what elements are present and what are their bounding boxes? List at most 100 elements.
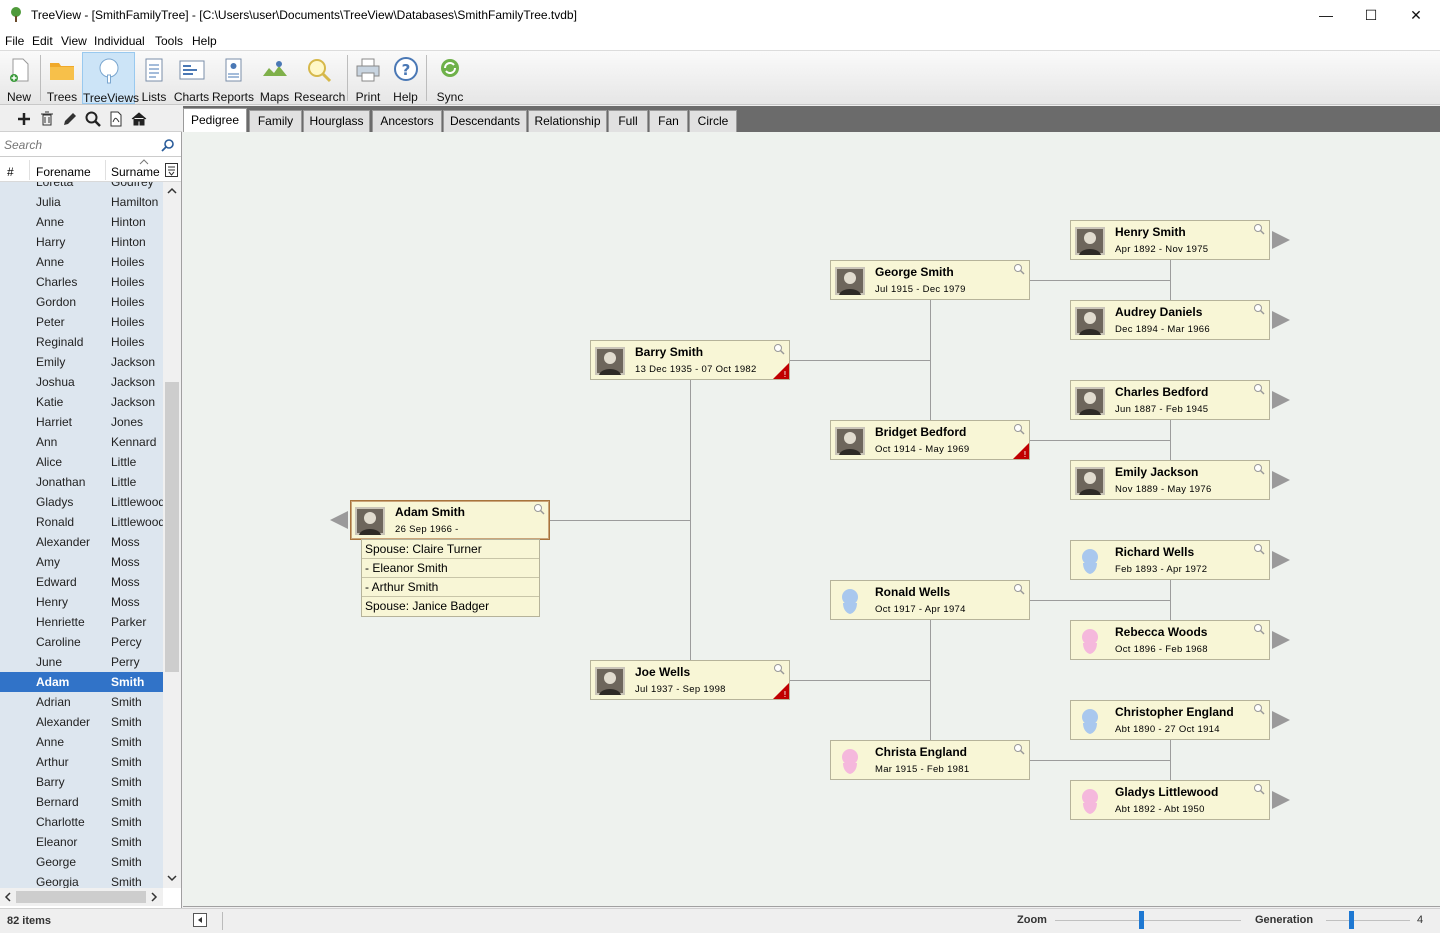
- scrollbar-thumb[interactable]: [165, 382, 179, 672]
- navigate-ancestors-arrow[interactable]: [1272, 231, 1290, 249]
- maximize-button[interactable]: ☐: [1364, 7, 1378, 23]
- minimize-button[interactable]: —: [1319, 7, 1333, 23]
- search-icon[interactable]: [1253, 623, 1265, 635]
- search-icon[interactable]: [1253, 783, 1265, 795]
- horizontal-scrollbar[interactable]: [0, 888, 163, 906]
- trees-button[interactable]: Trees: [44, 52, 80, 104]
- tab-hourglass[interactable]: Hourglass: [303, 110, 370, 132]
- search-icon[interactable]: [1253, 303, 1265, 315]
- warning-flag-icon[interactable]: !: [773, 683, 789, 699]
- search-input[interactable]: [2, 136, 158, 154]
- child-item[interactable]: - Arthur Smith: [362, 578, 539, 597]
- add-icon[interactable]: [15, 110, 33, 128]
- print-button[interactable]: Print: [351, 52, 385, 104]
- scroll-right-icon[interactable]: [150, 892, 158, 902]
- tab-circle[interactable]: Circle: [689, 110, 737, 132]
- search-icon[interactable]: [161, 138, 175, 152]
- tab-full[interactable]: Full: [608, 110, 648, 132]
- menu-file[interactable]: File: [5, 34, 25, 48]
- help-button[interactable]: ? Help: [389, 52, 422, 104]
- menu-view[interactable]: View: [61, 34, 87, 48]
- search-icon[interactable]: [1253, 223, 1265, 235]
- search-icon[interactable]: [773, 663, 785, 675]
- tab-pedigree[interactable]: Pedigree: [183, 108, 247, 132]
- home-icon[interactable]: [130, 110, 148, 128]
- search-icon[interactable]: [1013, 263, 1025, 275]
- search-icon[interactable]: [1253, 703, 1265, 715]
- close-button[interactable]: ✕: [1410, 7, 1422, 23]
- column-chooser-icon[interactable]: [165, 163, 178, 177]
- tab-relationship[interactable]: Relationship: [528, 110, 607, 132]
- search-icon[interactable]: [1253, 383, 1265, 395]
- tab-descendants[interactable]: Descendants: [443, 110, 527, 132]
- search-icon[interactable]: [1013, 423, 1025, 435]
- pdf-icon[interactable]: [107, 110, 125, 128]
- menu-tools[interactable]: Tools: [155, 34, 184, 48]
- new-button[interactable]: New: [2, 52, 36, 104]
- navigate-ancestors-arrow[interactable]: [1272, 471, 1290, 489]
- delete-icon[interactable]: [38, 110, 56, 128]
- search-icon[interactable]: [1253, 543, 1265, 555]
- navigate-descendants-arrow[interactable]: [330, 511, 348, 529]
- spouse-item[interactable]: Spouse: Janice Badger: [365, 599, 490, 613]
- navigate-ancestors-arrow[interactable]: [1272, 711, 1290, 729]
- zoom-slider[interactable]: [1055, 920, 1241, 921]
- search-icon[interactable]: [773, 343, 785, 355]
- warning-flag-icon[interactable]: !: [773, 363, 789, 379]
- search-icon[interactable]: [1013, 583, 1025, 595]
- column-forename[interactable]: Forename: [36, 165, 91, 179]
- scrollbar-thumb[interactable]: [16, 891, 146, 903]
- edit-icon[interactable]: [61, 110, 79, 128]
- scroll-left-icon[interactable]: [4, 892, 12, 902]
- tab-fan[interactable]: Fan: [649, 110, 688, 132]
- sync-button[interactable]: Sync: [431, 52, 469, 104]
- reports-button[interactable]: Reports: [212, 52, 254, 104]
- navigate-ancestors-arrow[interactable]: [1272, 311, 1290, 329]
- menu-help[interactable]: Help: [192, 34, 217, 48]
- search-icon[interactable]: [1013, 743, 1025, 755]
- generation-slider[interactable]: [1326, 920, 1410, 921]
